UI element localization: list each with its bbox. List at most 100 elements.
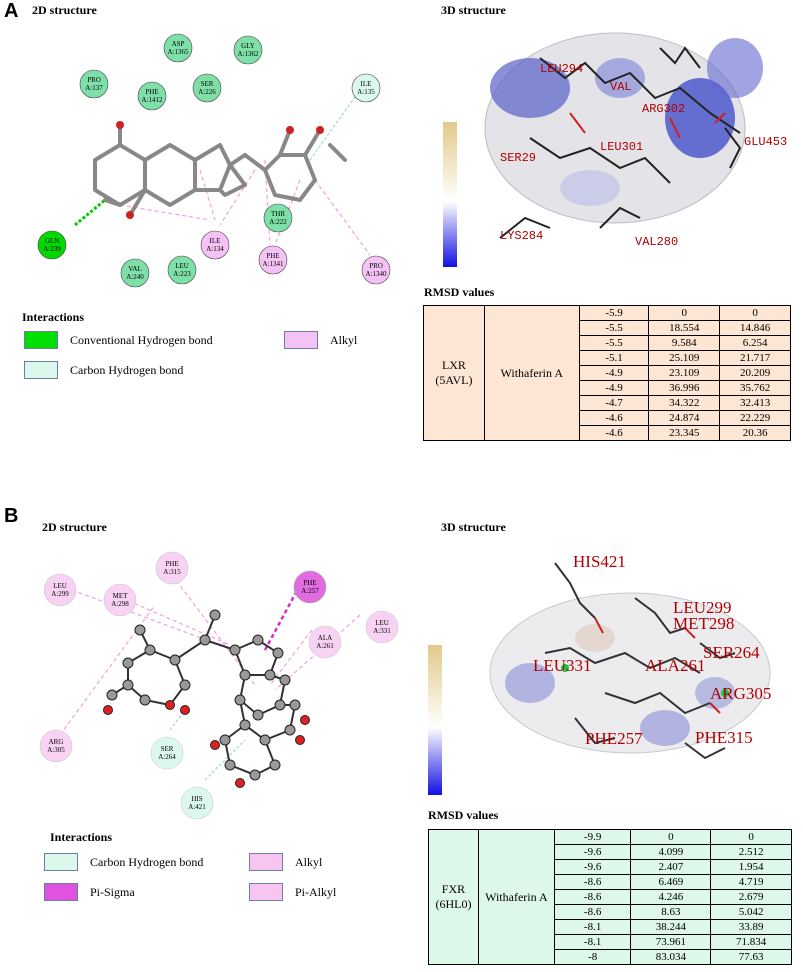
legend-item: Pi-Sigma [44,883,135,901]
target-name: LXR [441,358,466,372]
svg-text:PHE: PHE [165,560,178,568]
svg-text:A:331: A:331 [373,627,391,635]
legend-item: Alkyl [249,853,322,871]
residue-label-3d: ARG305 [710,684,771,703]
svg-text:LEU: LEU [175,262,189,270]
table-cell: -5.1 [578,350,650,366]
table-cell: 23.109 [648,365,721,381]
residue-label-3d: LEU331 [533,656,592,675]
title-3d: 3D structure [441,3,506,17]
residue-label-3d: HIS421 [573,552,626,571]
svg-text:ILE: ILE [210,237,221,245]
table-cell: 4.719 [710,874,792,890]
svg-text:HIS: HIS [191,795,202,803]
table-cell: -4.9 [578,365,650,381]
residue-label-3d: LYS284 [500,229,543,243]
residue-label-3d: MET298 [673,614,734,633]
table-cell: -4.7 [578,395,650,411]
legend-swatch [284,331,318,349]
target-cell: LXR(5AVL) [423,305,485,441]
table-cell: 22.229 [719,410,791,426]
legend-swatch [24,361,58,379]
svg-text:A:240: A:240 [126,273,144,281]
table-cell: 9.584 [648,335,721,351]
svg-text:A:315: A:315 [163,568,181,576]
residue-label-3d: ALA261 [645,656,705,675]
table-cell: 0 [719,305,791,321]
table-cell: -4.6 [578,410,650,426]
ligand-cell: Withaferin A [477,829,555,965]
svg-text:GLN: GLN [45,237,59,245]
svg-text:A:1365: A:1365 [168,48,190,56]
table-cell: 8.63 [630,904,712,920]
title-3d: 3D structure [441,520,506,534]
table-cell: 23.345 [648,425,721,441]
legend-item: Carbon Hydrogen bond [44,853,203,871]
ligand-skeleton [93,123,347,217]
svg-text:ASP: ASP [172,40,185,48]
pdb-id: (6HL0) [435,897,472,911]
legend-label: Pi-Alkyl [295,884,337,899]
table-cell: 4.099 [630,844,712,860]
table-cell: 20.209 [719,365,791,381]
legend-title: Interactions [50,830,112,844]
legend-label: Carbon Hydrogen bond [70,362,184,377]
table-cell: 6.469 [630,874,712,890]
table-cell: -8.1 [553,934,632,950]
table-cell: -4.9 [578,380,650,396]
residue-label-3d: VAL280 [635,235,678,249]
table-cell: 38.244 [630,919,712,935]
table-cell: 14.846 [719,320,791,336]
table-cell: 33.89 [710,919,792,935]
svg-text:ALA: ALA [318,634,332,642]
table-cell: -8 [553,949,632,965]
table-cell: -9.6 [553,859,632,875]
table-cell: 6.254 [719,335,791,351]
legend-title: Interactions [22,310,84,324]
title-2d: 2D structure [42,520,107,534]
table-cell: 32.413 [719,395,791,411]
svg-text:A:298: A:298 [111,600,129,608]
table-cell: 18.554 [648,320,721,336]
electrostatic-colorbar [428,645,442,795]
legend-swatch [249,853,283,871]
structure-3d: LEU294 VAL ARG302 SER29 LEU301 GLU453 LY… [484,32,787,249]
panel-a: A 2D structure 3D structure [0,0,803,460]
table-cell: -8.1 [553,919,632,935]
svg-text:A:239: A:239 [43,245,61,253]
table-cell: 5.042 [710,904,792,920]
ligand-cell: Withaferin A [483,305,580,441]
svg-text:PRO: PRO [369,262,383,270]
residue-label-3d: SER264 [703,643,760,662]
table-cell: -5.5 [578,320,650,336]
svg-text:ARG: ARG [49,738,64,746]
legend-swatch [249,883,283,901]
svg-text:A:261: A:261 [316,642,334,650]
table-cell: 77.63 [710,949,792,965]
svg-text:A:421: A:421 [188,803,206,811]
legend-swatch [24,331,58,349]
legend-item: Conventional Hydrogen bond [24,331,213,349]
table-cell: 24.874 [648,410,721,426]
target-name: FXR [441,882,466,896]
